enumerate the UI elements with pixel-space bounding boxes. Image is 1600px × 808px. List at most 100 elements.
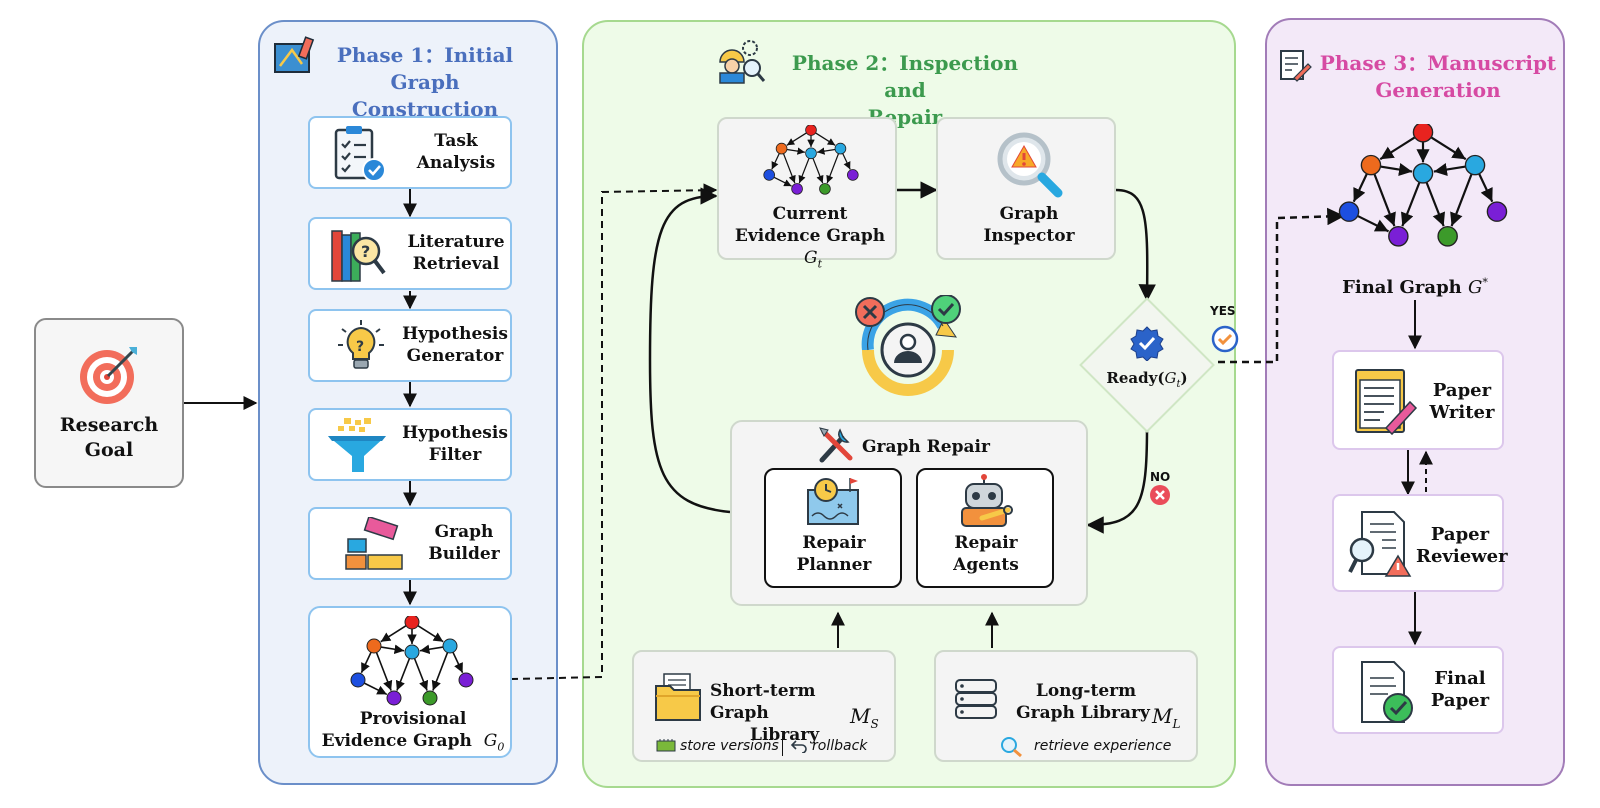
robot-wrench-icon <box>961 474 1013 527</box>
graph-edge <box>786 132 807 146</box>
retrieve-experience-label: retrieve experience <box>1034 738 1172 754</box>
repair-agents-line1: Repair <box>954 533 1018 553</box>
rollback-label: rollback <box>812 738 868 754</box>
task-analysis-box: Task Analysis <box>308 116 512 189</box>
graph-node <box>1388 226 1409 247</box>
graph-edge <box>380 625 407 643</box>
long-term-library-line1: Long-term <box>1035 681 1137 701</box>
graph-edge <box>1425 181 1445 227</box>
graph-edge <box>817 147 836 155</box>
paper-reviewer-box: Paper Reviewer <box>1332 494 1508 592</box>
final-paper-box: Final Paper <box>1332 646 1504 734</box>
graph-edge <box>1433 163 1466 177</box>
final-graph-symbol: G <box>1468 277 1483 298</box>
paper-writer-box: Paper Writer <box>1332 350 1504 450</box>
short-term-library-symbol: M <box>850 704 871 728</box>
database-icon <box>955 679 997 719</box>
ready-sub: t <box>1176 379 1181 390</box>
building-blocks-icon <box>345 517 403 570</box>
current-graph-line2: Evidence Graph <box>734 226 886 246</box>
hypothesis-generator-line1: Hypothesis <box>402 324 508 344</box>
final-graph-sup: * <box>1482 276 1488 289</box>
repair-agents-box: Repair Agents <box>916 468 1054 588</box>
arrow-provisional-to-current <box>510 183 718 680</box>
graph-node <box>805 147 817 160</box>
no-label: NO <box>1150 470 1171 484</box>
graph-edge <box>360 651 372 674</box>
magnifier-warning-icon <box>997 132 1063 198</box>
store-versions-label: store versions <box>680 738 779 754</box>
graph-node <box>1338 201 1360 222</box>
long-term-library-sub: L <box>1172 717 1181 731</box>
paper-reviewer-line2: Reviewer <box>1416 546 1508 567</box>
repair-planner-box: Repair Planner <box>764 468 902 588</box>
graph-node <box>847 169 859 181</box>
graph-node <box>458 672 474 688</box>
short-term-library-line1: Short-term Graph <box>710 681 816 723</box>
ready-close: ) <box>1180 369 1188 387</box>
research-goal-line1: Research <box>59 414 159 436</box>
graph-edge <box>363 682 388 696</box>
graph-repair-box: Graph Repair Repair Planner Repair <box>730 420 1088 606</box>
funnel-icon <box>328 418 386 472</box>
document-review-icon <box>1348 511 1412 577</box>
graph-edge <box>812 158 824 184</box>
graph-node <box>1412 124 1434 143</box>
phase1-title: Phase 1：Initial Graph Construction <box>300 42 550 123</box>
phase3-title-line2: Generation <box>1375 78 1501 102</box>
graph-edge <box>1357 214 1390 233</box>
provisional-graph-box: Provisional Evidence Graph G0 <box>308 606 512 758</box>
tools-icon <box>819 427 853 463</box>
paper-reviewer-line1: Paper <box>1430 524 1490 545</box>
no-cross-icon <box>1150 485 1170 505</box>
feedback-loop-icon <box>855 295 961 396</box>
graph-edge <box>413 658 429 691</box>
graph-inspector-line2: Inspector <box>983 226 1075 246</box>
blueprint-icon <box>274 36 315 73</box>
graph-edge <box>786 147 805 155</box>
graph-edge <box>773 176 792 187</box>
plan-board-icon <box>807 478 859 525</box>
phase2-title-line1: Phase 2：Inspection and <box>791 51 1019 102</box>
graph-edge <box>380 644 405 654</box>
literature-retrieval-line1: Literature <box>407 232 505 252</box>
hypothesis-generator-line2: Generator <box>406 346 504 366</box>
document-approved-icon <box>1361 661 1413 723</box>
final-graph-icon <box>1338 124 1508 247</box>
graph-edge <box>419 644 444 654</box>
repair-planner-line1: Repair <box>802 533 866 553</box>
graph-repair-title: Graph Repair <box>862 437 990 457</box>
research-goal-line2: Goal <box>84 439 134 461</box>
long-term-library-line2: Graph Library <box>1016 703 1150 723</box>
current-graph-line1: Current <box>772 204 848 224</box>
graph-inspector-box: Graph Inspector <box>936 117 1116 260</box>
ready-label-text: Ready( <box>1106 369 1165 387</box>
repair-planner-line2: Planner <box>796 555 872 575</box>
graph-node <box>386 690 402 706</box>
current-graph-icon <box>763 125 859 195</box>
graph-edge <box>782 153 796 184</box>
provisional-graph-sub: 0 <box>497 740 505 754</box>
svg-text:?: ? <box>361 242 370 261</box>
graph-edge <box>826 153 840 184</box>
graph-node <box>1437 226 1458 247</box>
yes-check-icon <box>1211 325 1239 353</box>
hypothesis-filter-line2: Filter <box>428 445 482 465</box>
graph-edge <box>1379 136 1416 161</box>
graph-edge <box>1478 173 1494 203</box>
repair-agents-line2: Agents <box>953 555 1019 575</box>
phase3-title-line1: Phase 3：Manuscript <box>1319 51 1557 75</box>
graph-node <box>775 142 788 155</box>
long-term-library-box: Long-term Graph Library ML retrieve expe… <box>934 650 1198 762</box>
literature-retrieval-box: ? Literature Retrieval <box>308 217 512 290</box>
target-icon <box>80 347 137 404</box>
hypothesis-filter-line1: Hypothesis <box>402 423 508 443</box>
long-term-library-symbol: M <box>1152 704 1173 728</box>
graph-node <box>763 169 775 181</box>
ready-label: Ready(Gt) <box>1097 367 1197 396</box>
graph-edge <box>1380 163 1413 177</box>
graph-node <box>422 690 438 706</box>
provisional-graph-line1: Provisional <box>359 709 467 729</box>
graph-edge <box>417 625 444 643</box>
graph-edge <box>395 658 411 691</box>
